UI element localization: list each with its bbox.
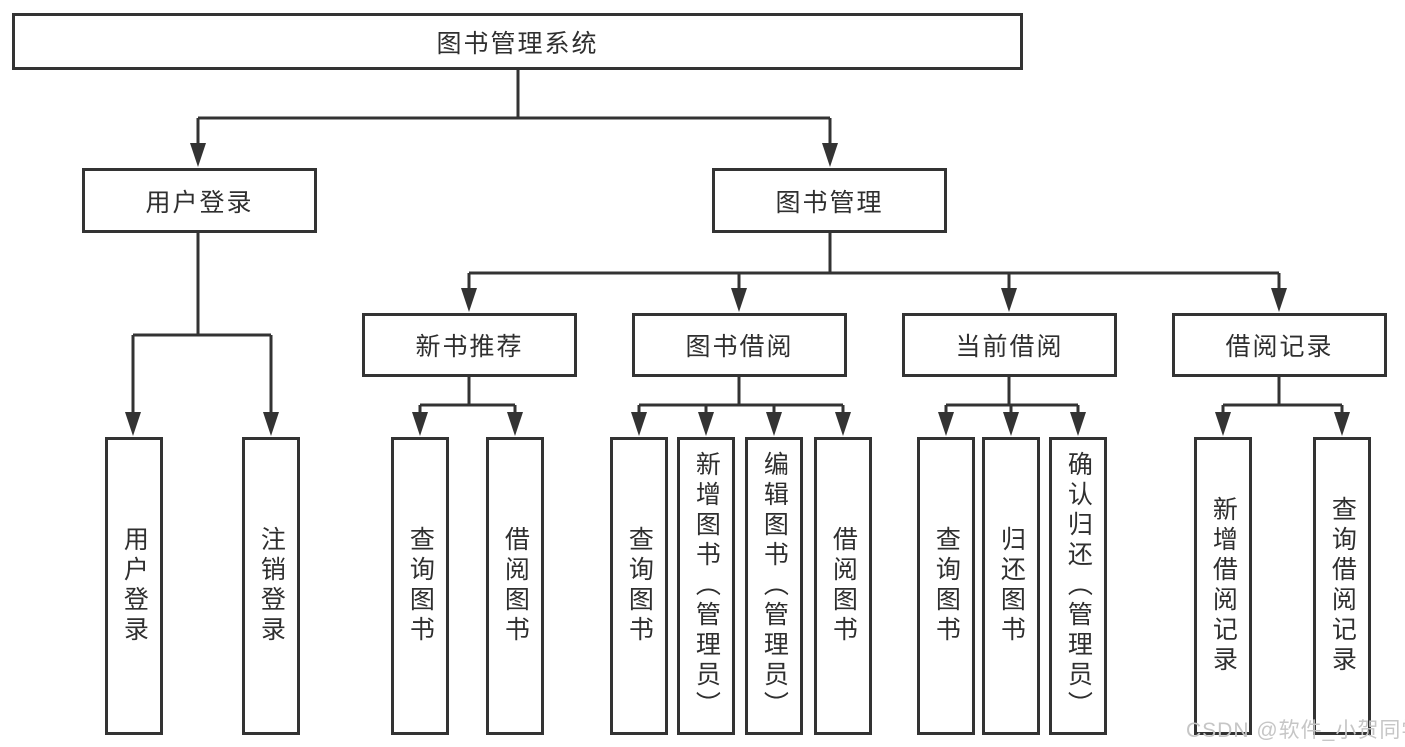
leaf-add-books-admin-label: 新增图书（管理员） — [692, 451, 721, 721]
leaf-borrow-books-label: 借阅图书 — [829, 526, 858, 646]
leaf-edit-books-admin: 编辑图书（管理员） — [745, 437, 803, 735]
node-book-borrow: 图书借阅 — [632, 313, 847, 377]
leaf-query-books-borrow: 查询图书 — [610, 437, 668, 735]
leaf-edit-books-admin-label: 编辑图书（管理员） — [760, 451, 789, 721]
node-new-book-recommend-label: 新书推荐 — [415, 333, 524, 361]
leaf-add-borrow-record-label: 新增借阅记录 — [1209, 496, 1238, 676]
node-borrow-records: 借阅记录 — [1172, 313, 1387, 377]
node-borrow-records-label: 借阅记录 — [1225, 333, 1334, 361]
leaf-query-books-borrow-label: 查询图书 — [625, 526, 654, 646]
leaf-query-books-newbook: 查询图书 — [391, 437, 449, 735]
node-current-borrow: 当前借阅 — [902, 313, 1117, 377]
leaf-query-books-current-label: 查询图书 — [932, 526, 961, 646]
connector-paths — [131, 70, 1344, 418]
node-root: 图书管理系统 — [12, 13, 1023, 70]
node-book-management-label: 图书管理 — [775, 188, 884, 217]
leaf-add-books-admin: 新增图书（管理员） — [677, 437, 735, 735]
leaf-confirm-return-admin: 确认归还（管理员） — [1049, 437, 1107, 735]
leaf-borrow-books-newbook: 借阅图书 — [486, 437, 544, 735]
node-current-borrow-label: 当前借阅 — [955, 333, 1064, 361]
leaf-user-login: 用户登录 — [105, 437, 163, 735]
leaf-logout-login-label: 注销登录 — [257, 526, 286, 646]
leaf-query-books-newbook-label: 查询图书 — [406, 526, 435, 646]
leaf-return-books-label: 归还图书 — [997, 526, 1026, 646]
leaf-borrow-books: 借阅图书 — [814, 437, 872, 735]
leaf-confirm-return-admin-label: 确认归还（管理员） — [1064, 451, 1093, 721]
leaf-logout-login: 注销登录 — [242, 437, 300, 735]
node-user-login: 用户登录 — [82, 168, 317, 233]
leaf-user-login-label: 用户登录 — [120, 526, 149, 646]
leaf-return-books: 归还图书 — [982, 437, 1040, 735]
node-user-login-label: 用户登录 — [145, 188, 254, 217]
leaf-query-borrow-record: 查询借阅记录 — [1313, 437, 1371, 735]
connector-arrowheads — [125, 143, 1350, 436]
node-new-book-recommend: 新书推荐 — [362, 313, 577, 377]
node-book-borrow-label: 图书借阅 — [685, 333, 794, 361]
leaf-query-borrow-record-label: 查询借阅记录 — [1328, 496, 1357, 676]
leaf-add-borrow-record: 新增借阅记录 — [1194, 437, 1252, 735]
node-root-label: 图书管理系统 — [436, 29, 599, 58]
node-book-management: 图书管理 — [712, 168, 947, 233]
csdn-watermark: CSDN @软件_小贺同学 — [1186, 719, 1405, 742]
leaf-query-books-current: 查询图书 — [917, 437, 975, 735]
leaf-borrow-books-newbook-label: 借阅图书 — [501, 526, 530, 646]
